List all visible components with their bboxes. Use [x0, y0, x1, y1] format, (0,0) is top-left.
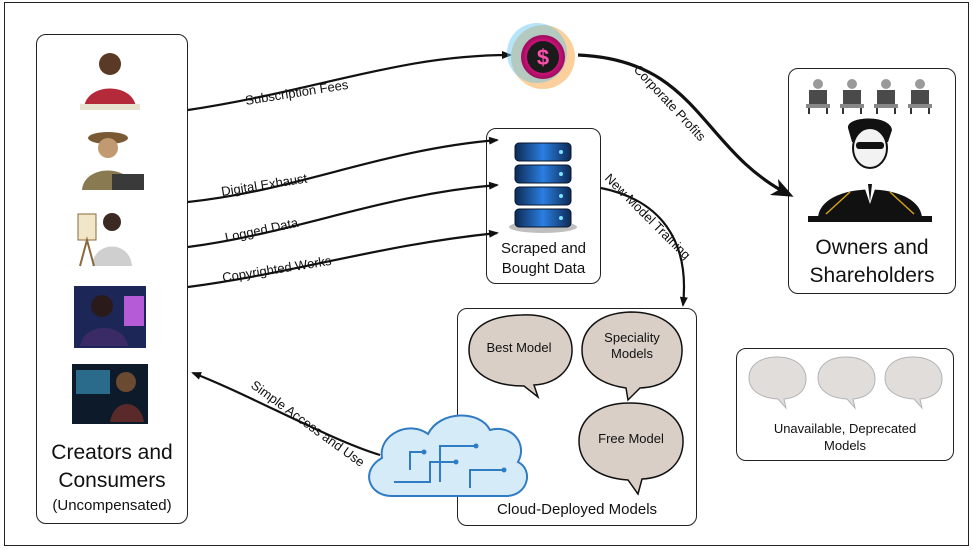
seated-shareholder-icon — [806, 79, 830, 114]
label-new-model-training: New Model Training — [602, 171, 694, 263]
label-corporate-profits: Corporate Profits — [631, 62, 709, 144]
cloud-models-label: Cloud-Deployed Models — [496, 501, 658, 518]
label-simple-access: Simple Access and Use — [248, 377, 367, 469]
deprecated-bubble — [817, 356, 876, 410]
model-bubble-best: Best Model — [468, 314, 573, 400]
deprecated-bubble — [884, 356, 943, 410]
label-subscription-fees: Subscription Fees — [244, 77, 350, 108]
circuit-cloud-icon — [368, 414, 528, 497]
deprecated-bubble — [748, 356, 807, 410]
diagram-frame — [4, 2, 969, 546]
writer-person-icon — [80, 53, 140, 110]
programmer-icon — [72, 364, 148, 424]
edge-new-model-training — [600, 186, 688, 307]
typist-person-icon — [82, 132, 144, 190]
seated-shareholder-icon — [840, 79, 864, 114]
edge-copyrighted-works — [187, 229, 499, 289]
server-icon — [509, 142, 577, 233]
label-copyrighted-works: Copyrighted Works — [221, 253, 333, 285]
creators-title-line2: Consumers — [58, 469, 166, 492]
painter-person-icon — [77, 213, 132, 267]
edge-simple-access — [191, 371, 381, 457]
owners-line1: Owners and — [815, 236, 929, 259]
label-logged-data: Logged Data — [224, 215, 301, 245]
edge-corporate-profits — [577, 53, 794, 197]
creators-title-line1: Creators and — [51, 441, 173, 464]
data-store-line2: Bought Data — [501, 260, 586, 277]
bubble-label-speciality: Speciality — [604, 330, 660, 345]
label-digital-exhaust: Digital Exhaust — [220, 171, 308, 199]
data-store-line1: Scraped and — [500, 240, 587, 257]
edge-logged-data — [187, 181, 499, 249]
creators-subtitle: (Uncompensated) — [52, 497, 172, 514]
edge-digital-exhaust — [187, 136, 499, 204]
headset-user-icon — [74, 286, 146, 348]
bubble-label-free: Free Model — [598, 431, 664, 446]
creators-box — [36, 34, 188, 524]
dollar-coin-icon: $ — [507, 23, 575, 89]
edge-subscription-fees — [187, 51, 512, 112]
deprecated-line2: Models — [824, 438, 866, 453]
model-bubble-speciality: Speciality Models — [581, 311, 683, 402]
model-bubble-free: Free Model — [578, 402, 684, 496]
bubble-label-best: Best Model — [486, 340, 551, 355]
seated-shareholder-icon — [874, 79, 898, 114]
executive-icon — [808, 118, 932, 222]
deprecated-line1: Unavailable, Deprecated — [773, 421, 917, 436]
owners-line2: Shareholders — [809, 264, 935, 287]
bubble-label-models: Models — [611, 346, 653, 361]
seated-shareholder-icon — [908, 79, 932, 114]
svg-text:$: $ — [537, 45, 549, 70]
